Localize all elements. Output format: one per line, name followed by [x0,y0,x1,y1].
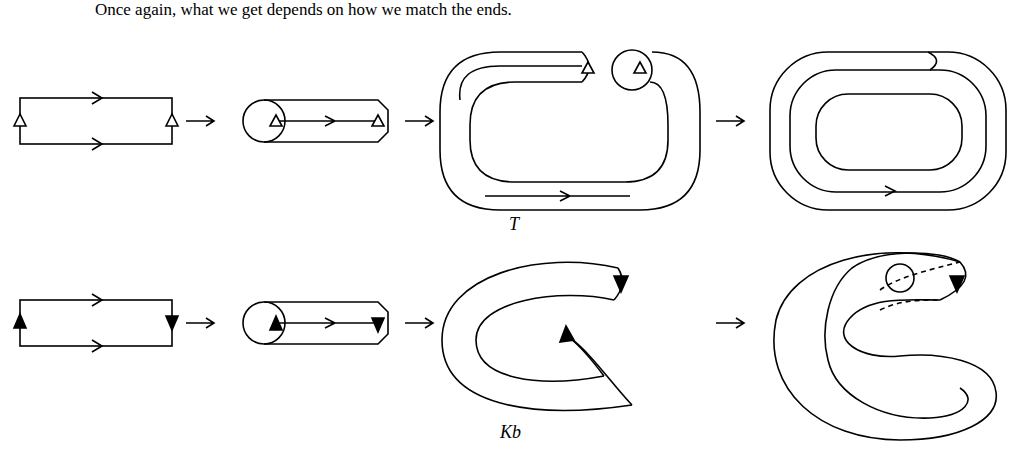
square-rectangle [20,98,172,144]
cylinder-end [243,100,285,142]
seam-line [276,318,378,328]
bent-tube [440,50,700,210]
square-rectangle [20,300,172,346]
map-arrow [716,116,744,126]
map-arrow [716,318,744,328]
bent-tube [442,262,632,410]
intro-text: Once again, what we get depends on how w… [95,0,512,20]
cylinder-end [243,302,285,344]
map-arrow [186,116,214,126]
end-triangle [372,318,384,332]
surface-label: T [509,214,519,235]
end-triangle [166,114,178,126]
seam-line [276,116,378,126]
cylinder-tube [264,100,388,142]
cylinder-tube [264,302,388,344]
map-arrow [405,318,433,328]
surface-label: Kb [500,422,521,443]
map-arrow [405,116,433,126]
end-triangle [372,115,384,126]
edge-arrow [92,138,102,150]
map-arrow [186,318,214,328]
end-triangle [270,115,282,126]
torus [770,52,1006,210]
end-triangle [14,114,26,126]
end-triangle [270,316,282,330]
klein-bottle [774,253,996,440]
end-triangle [166,316,178,330]
edge-arrow [92,340,102,352]
edge-arrow [92,294,102,306]
end-triangle [14,314,26,328]
edge-arrow [92,92,102,104]
